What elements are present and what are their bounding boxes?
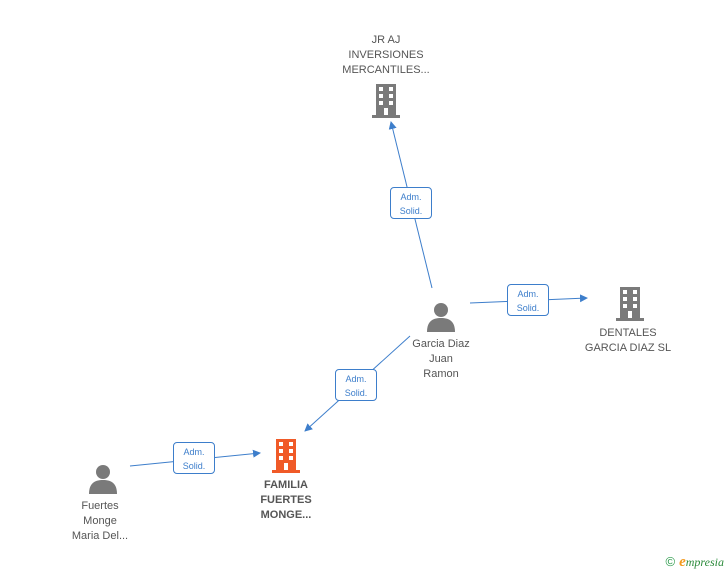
node-label-line: Juan bbox=[429, 353, 453, 365]
building-icon[interactable] bbox=[370, 84, 402, 118]
node-label-line: FUERTES bbox=[260, 494, 312, 506]
brand-logo-text: mpresia bbox=[685, 555, 724, 569]
edge-label-line: Solid. bbox=[344, 388, 368, 398]
copyright-icon: © bbox=[665, 554, 676, 569]
building-icon[interactable] bbox=[614, 287, 646, 321]
edge-label-garcia-jr-aj[interactable]: Adm. Solid. bbox=[390, 187, 432, 219]
edge-label-line: Adm. bbox=[345, 374, 367, 384]
edge-label-line: Solid. bbox=[399, 206, 423, 216]
edge-label-line: Adm. bbox=[400, 192, 422, 202]
node-label-line: Garcia Diaz bbox=[412, 338, 470, 350]
edge-label-line: Adm. bbox=[517, 289, 539, 299]
node-label-familia[interactable]: FAMILIA FUERTES MONGE... bbox=[236, 478, 336, 523]
node-label-line: GARCIA DIAZ SL bbox=[584, 342, 672, 354]
node-label-jr-aj[interactable]: JR AJ INVERSIONES MERCANTILES... bbox=[320, 33, 452, 78]
edge-label-line: Adm. bbox=[183, 447, 205, 457]
node-label-line: INVERSIONES bbox=[348, 49, 424, 61]
node-label-line: DENTALES bbox=[599, 327, 657, 339]
node-label-fuertes[interactable]: Fuertes Monge Maria Del... bbox=[50, 499, 150, 544]
node-label-garcia[interactable]: Garcia Diaz Juan Ramon bbox=[391, 337, 491, 382]
person-icon[interactable] bbox=[426, 302, 456, 332]
edge-label-garcia-dentales[interactable]: Adm. Solid. bbox=[507, 284, 549, 316]
node-label-line: Monge bbox=[83, 515, 117, 527]
brand-logo-initial: e bbox=[679, 554, 686, 570]
edge-label-garcia-familia[interactable]: Adm. Solid. bbox=[335, 369, 377, 401]
node-label-line: Ramon bbox=[423, 368, 459, 380]
edge-label-line: Solid. bbox=[182, 461, 206, 471]
person-icon[interactable] bbox=[88, 464, 118, 494]
node-label-line: MONGE... bbox=[260, 509, 312, 521]
node-label-dentales[interactable]: DENTALES GARCIA DIAZ SL bbox=[572, 326, 684, 356]
node-label-line: Maria Del... bbox=[71, 530, 129, 542]
node-label-line: Fuertes bbox=[81, 500, 119, 512]
node-label-line: JR AJ bbox=[371, 34, 401, 46]
node-label-line: FAMILIA bbox=[264, 479, 308, 491]
building-icon[interactable] bbox=[270, 439, 302, 473]
brand-watermark: ©empresia bbox=[666, 554, 725, 571]
node-label-line: MERCANTILES... bbox=[342, 64, 430, 76]
edge-label-fuertes-familia[interactable]: Adm. Solid. bbox=[173, 442, 215, 474]
edge-label-line: Solid. bbox=[516, 303, 540, 313]
